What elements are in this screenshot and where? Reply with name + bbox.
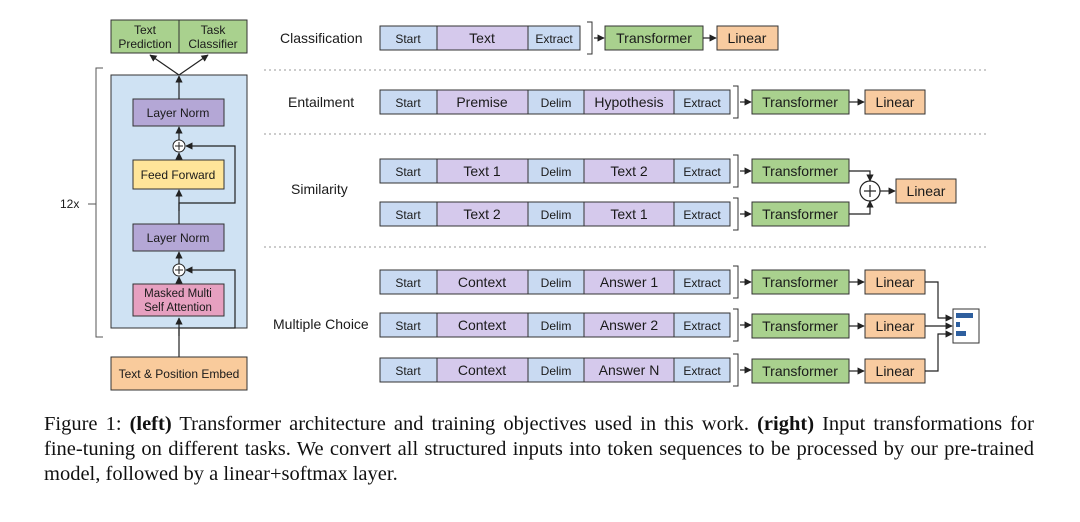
- token-extract: Extract: [683, 276, 721, 290]
- classification-row: Start Text Extract Transformer Linear: [379, 21, 779, 55]
- token-start: Start: [395, 96, 421, 110]
- token-context: Context: [458, 317, 506, 333]
- transformer-label: Transformer: [616, 30, 692, 46]
- token-answer-n: Answer N: [599, 362, 660, 378]
- token-text-1: Text 1: [463, 163, 501, 179]
- token-text-2: Text 2: [463, 206, 501, 222]
- token-start: Start: [395, 276, 421, 290]
- text-position-embed: [110, 356, 248, 391]
- feed-forward: [132, 159, 225, 190]
- text-prediction-line1: Text: [134, 23, 157, 37]
- similarity-rows: Start Text 1 Delim Text 2 Extract Transf…: [379, 154, 957, 231]
- transformer-label: Transformer: [762, 318, 838, 334]
- token-start: Start: [395, 319, 421, 333]
- linear-label: Linear: [876, 274, 915, 290]
- attention-label-line2: Self Attention: [144, 302, 212, 314]
- token-delim: Delim: [541, 208, 572, 222]
- token-start: Start: [395, 32, 421, 46]
- entailment-row: Start Premise Delim Hypothesis Extract T…: [379, 85, 926, 119]
- linear-label: Linear: [876, 363, 915, 379]
- token-extract: Extract: [535, 32, 573, 46]
- caption-part1: Transformer architecture and training ob…: [171, 413, 758, 435]
- token-extract: Extract: [683, 364, 721, 378]
- token-text-1: Text 1: [610, 206, 648, 222]
- task-label-multiple-choice: Multiple Choice: [273, 316, 369, 332]
- caption-left-marker: (left): [129, 413, 172, 435]
- arrow-to-text-prediction: [149, 54, 180, 76]
- caption-prefix: Figure 1:: [44, 413, 130, 435]
- token-context: Context: [458, 362, 506, 378]
- transformer-label: Transformer: [762, 363, 838, 379]
- layer-norm-bottom: [132, 223, 225, 252]
- repeat-count: 12x: [60, 197, 79, 211]
- token-extract: Extract: [683, 96, 721, 110]
- token-extract: Extract: [683, 208, 721, 222]
- token-delim: Delim: [541, 96, 572, 110]
- transformer-label: Transformer: [762, 94, 838, 110]
- token-start: Start: [395, 364, 421, 378]
- token-answer-2: Answer 2: [600, 317, 659, 333]
- caption-right-marker: (right): [757, 413, 815, 435]
- linear-label: Linear: [728, 30, 767, 46]
- token-extract: Extract: [683, 165, 721, 179]
- architecture-panel: Text Prediction Task Classifier 12x Laye…: [60, 19, 248, 391]
- task-classifier-line1: Task: [201, 23, 227, 37]
- layer-norm-top: [132, 98, 225, 127]
- token-hypothesis: Hypothesis: [594, 94, 663, 110]
- task-label-entailment: Entailment: [288, 94, 354, 110]
- token-answer-1: Answer 1: [600, 274, 659, 290]
- feed-forward-label: Feed Forward: [141, 168, 216, 182]
- layer-norm-bottom-label: Layer Norm: [147, 231, 210, 245]
- token-context: Context: [458, 274, 506, 290]
- transformer-label: Transformer: [762, 163, 838, 179]
- task-label-similarity: Similarity: [291, 181, 348, 197]
- multiple-choice-rows: Start Context Delim Answer 1 Extract Tra…: [379, 265, 980, 387]
- token-delim: Delim: [541, 364, 572, 378]
- figure-caption: Figure 1: (left) Transformer architectur…: [44, 412, 1034, 487]
- task-classifier-line2: Classifier: [188, 37, 237, 51]
- token-extract: Extract: [683, 319, 721, 333]
- token-start: Start: [395, 165, 421, 179]
- text-prediction-line2: Prediction: [118, 37, 171, 51]
- transformer-label: Transformer: [762, 274, 838, 290]
- task-classifier-box: [178, 19, 248, 54]
- arrow-to-task-classifier: [178, 54, 209, 76]
- embed-label: Text & Position Embed: [119, 367, 240, 381]
- caption-part2: Input transformations for fine-tuning on…: [44, 413, 1035, 485]
- text-prediction-box: [110, 19, 180, 54]
- linear-label: Linear: [876, 94, 915, 110]
- token-premise: Premise: [456, 94, 508, 110]
- repeat-bracket: [95, 67, 103, 338]
- task-separators: [264, 69, 988, 248]
- token-start: Start: [395, 208, 421, 222]
- linear-label: Linear: [876, 318, 915, 334]
- layer-norm-top-label: Layer Norm: [147, 106, 210, 120]
- linear-label: Linear: [907, 183, 946, 199]
- task-label-classification: Classification: [280, 30, 362, 46]
- token-text-2: Text 2: [610, 163, 648, 179]
- token-delim: Delim: [541, 276, 572, 290]
- token-delim: Delim: [541, 319, 572, 333]
- token-text: Text: [469, 30, 495, 46]
- figure-diagram: Text Prediction Task Classifier 12x Laye…: [60, 19, 988, 391]
- attention-label-line1: Masked Multi: [144, 288, 212, 300]
- token-delim: Delim: [541, 165, 572, 179]
- transformer-label: Transformer: [762, 206, 838, 222]
